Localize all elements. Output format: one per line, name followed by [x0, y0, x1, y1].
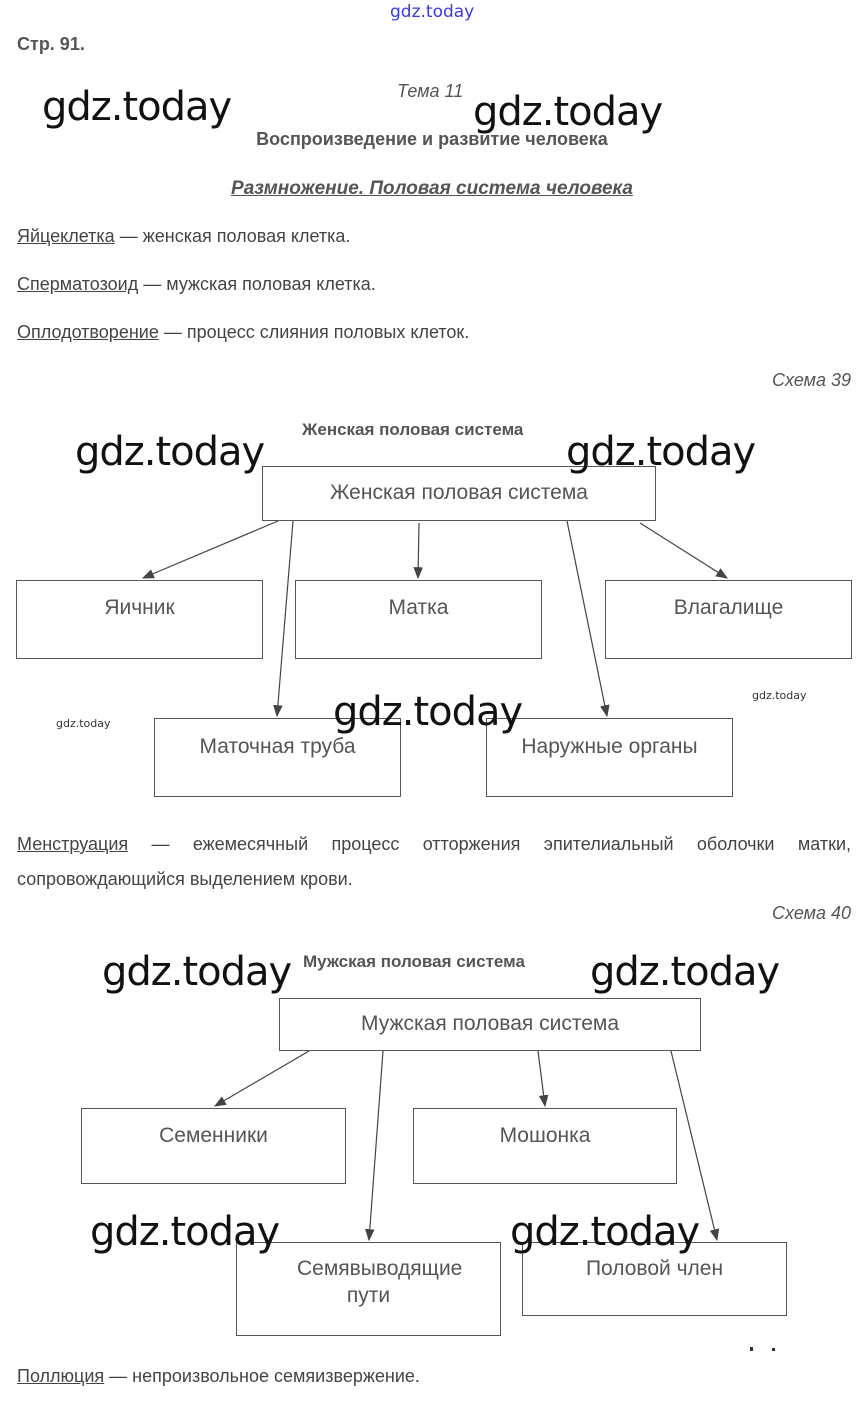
schema-40-title: Мужская половая система: [303, 952, 525, 971]
female-system-root-box: Женская половая система: [262, 466, 656, 521]
page-label: Стр. 91.: [17, 34, 85, 54]
arrow-to-ovary: [141, 520, 279, 579]
schema-39-label: Схема 39: [772, 370, 851, 390]
arrow-to-scrotum: [537, 1050, 549, 1108]
watermark-logo: gdz.today: [333, 689, 523, 735]
node-uterus: Матка: [295, 580, 542, 659]
schema-39-title: Женская половая система: [302, 420, 524, 439]
watermark-logo: gdz.today: [90, 1209, 280, 1255]
watermark-logo-small: gdz.today: [56, 717, 111, 730]
watermark-logo: gdz.today: [473, 89, 663, 135]
male-system-root-box: Мужская половая система: [279, 998, 701, 1051]
arrow-to-fallopian-tube: [273, 520, 294, 718]
term: Яйцеклетка: [17, 226, 115, 246]
node-external-organs: Наружные органы: [486, 718, 733, 797]
watermark-logo: gdz.today: [590, 949, 780, 995]
node-vas-deferens: Семявыводящие пути: [236, 1242, 501, 1336]
definition-text: — ежемесячный процесс отторжения эпители…: [17, 834, 851, 889]
definition-text: — непроизвольное семяизвержение.: [104, 1366, 420, 1386]
chapter-title: Воспроизведение и развитие человека: [256, 129, 608, 149]
node-penis: Половой член: [522, 1242, 787, 1316]
schema-40-label: Схема 40: [772, 903, 851, 923]
arrow-to-uterus: [413, 522, 423, 580]
definition-text: — женская половая клетка.: [114, 226, 351, 246]
arrow-to-external-organs: [566, 520, 610, 718]
node-scrotum: Мошонка: [413, 1108, 677, 1184]
watermark-logo: gdz.today: [75, 429, 265, 475]
watermark-logo: gdz.today: [566, 429, 756, 475]
arrow-to-testes: [213, 1050, 310, 1107]
watermark-logo: gdz.today: [102, 949, 292, 995]
watermark-logo: gdz.today: [510, 1209, 700, 1255]
watermark-logo-top: gdz.today: [390, 2, 475, 22]
term: Менструация: [17, 834, 129, 854]
arrow-to-penis: [670, 1050, 720, 1242]
arrow-to-vas-deferens: [365, 1050, 384, 1242]
term: Поллюция: [17, 1366, 105, 1386]
node-testes: Семенники: [81, 1108, 346, 1184]
definition-pollution: Поллюция — непроизвольное семяизвержение…: [17, 1366, 420, 1387]
definition-menstruation: Менструация — ежемесячный процесс отторж…: [17, 827, 851, 897]
arrow-to-vagina: [639, 522, 729, 579]
watermark-logo-small: gdz.today: [752, 689, 807, 702]
node-ovary: Яичник: [16, 580, 263, 659]
section-title: Размножение. Половая система человека: [231, 178, 633, 199]
definition-fertilization: Оплодотворение — процесс слияния половых…: [17, 322, 469, 343]
definition-text: — мужская половая клетка.: [138, 274, 376, 294]
watermark-logo: gdz.today: [42, 84, 232, 130]
topic-label: Тема 11: [397, 81, 464, 101]
term: Оплодотворение: [17, 322, 159, 342]
node-vagina: Влагалище: [605, 580, 852, 659]
definition-sperm: Сперматозоид — мужская половая клетка.: [17, 274, 376, 295]
term: Сперматозоид: [17, 274, 139, 294]
node-fallopian-tube: Маточная труба: [154, 718, 401, 797]
definition-text: — процесс слияния половых клеток.: [158, 322, 470, 342]
definition-egg: Яйцеклетка — женская половая клетка.: [17, 226, 350, 247]
